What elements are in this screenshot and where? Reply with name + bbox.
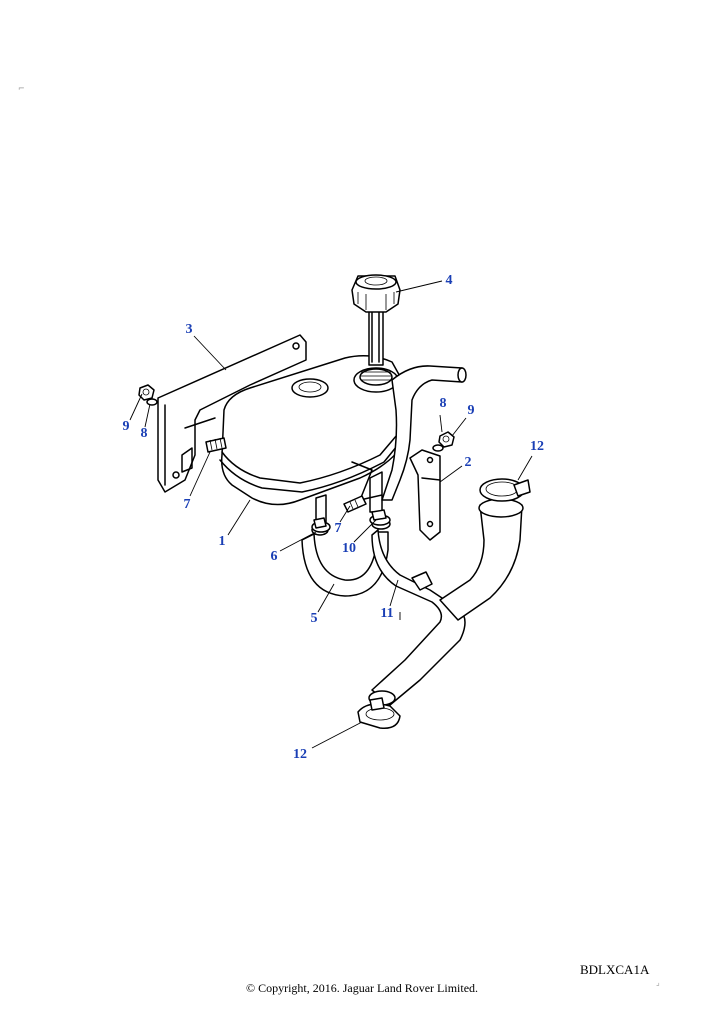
label-filler-cap: 4 — [445, 273, 453, 288]
diagram-code: BDLXCA1A — [580, 962, 650, 977]
side-bracket — [409, 449, 441, 541]
clip-6 — [311, 517, 331, 533]
label-clip-12-top: 12 — [530, 439, 544, 454]
label-clip-10: 10 — [342, 541, 356, 556]
nut-right — [432, 431, 455, 452]
leader-lines — [129, 280, 533, 749]
label-washer-8-left: 8 — [140, 426, 148, 441]
filler-cap — [351, 274, 401, 366]
nut-left — [138, 384, 158, 406]
bolt-left — [205, 437, 227, 453]
clip-12-top — [479, 478, 531, 502]
hose-upper — [439, 498, 524, 621]
clip-10 — [369, 509, 391, 526]
corner-mark-bottom-right: ⌟ — [656, 978, 660, 987]
label-washer-8-right: 8 — [439, 396, 447, 411]
bolt-center — [343, 495, 367, 513]
rear-bracket — [157, 334, 307, 493]
label-bolt-7-left: 7 — [183, 497, 191, 512]
corner-mark-top-left: ⌐ — [18, 84, 25, 93]
label-side-bracket: 2 — [464, 455, 472, 470]
label-nut-9-right: 9 — [467, 403, 475, 418]
label-bolt-7-center: 7 — [334, 521, 342, 536]
label-nut-9-left: 9 — [122, 419, 130, 434]
clip-12-bottom — [357, 697, 401, 729]
header-tank — [219, 355, 411, 523]
label-rear-bracket: 3 — [185, 322, 193, 337]
label-tank: 1 — [218, 534, 226, 549]
label-hose-5: 5 — [310, 611, 318, 626]
overflow-hose — [381, 365, 467, 501]
label-clip-6: 6 — [270, 549, 278, 564]
label-clip-12-bottom: 12 — [293, 747, 307, 762]
label-hose-11: 11 — [380, 606, 394, 621]
copyright-notice: © Copyright, 2016. Jaguar Land Rover Lim… — [245, 981, 479, 995]
